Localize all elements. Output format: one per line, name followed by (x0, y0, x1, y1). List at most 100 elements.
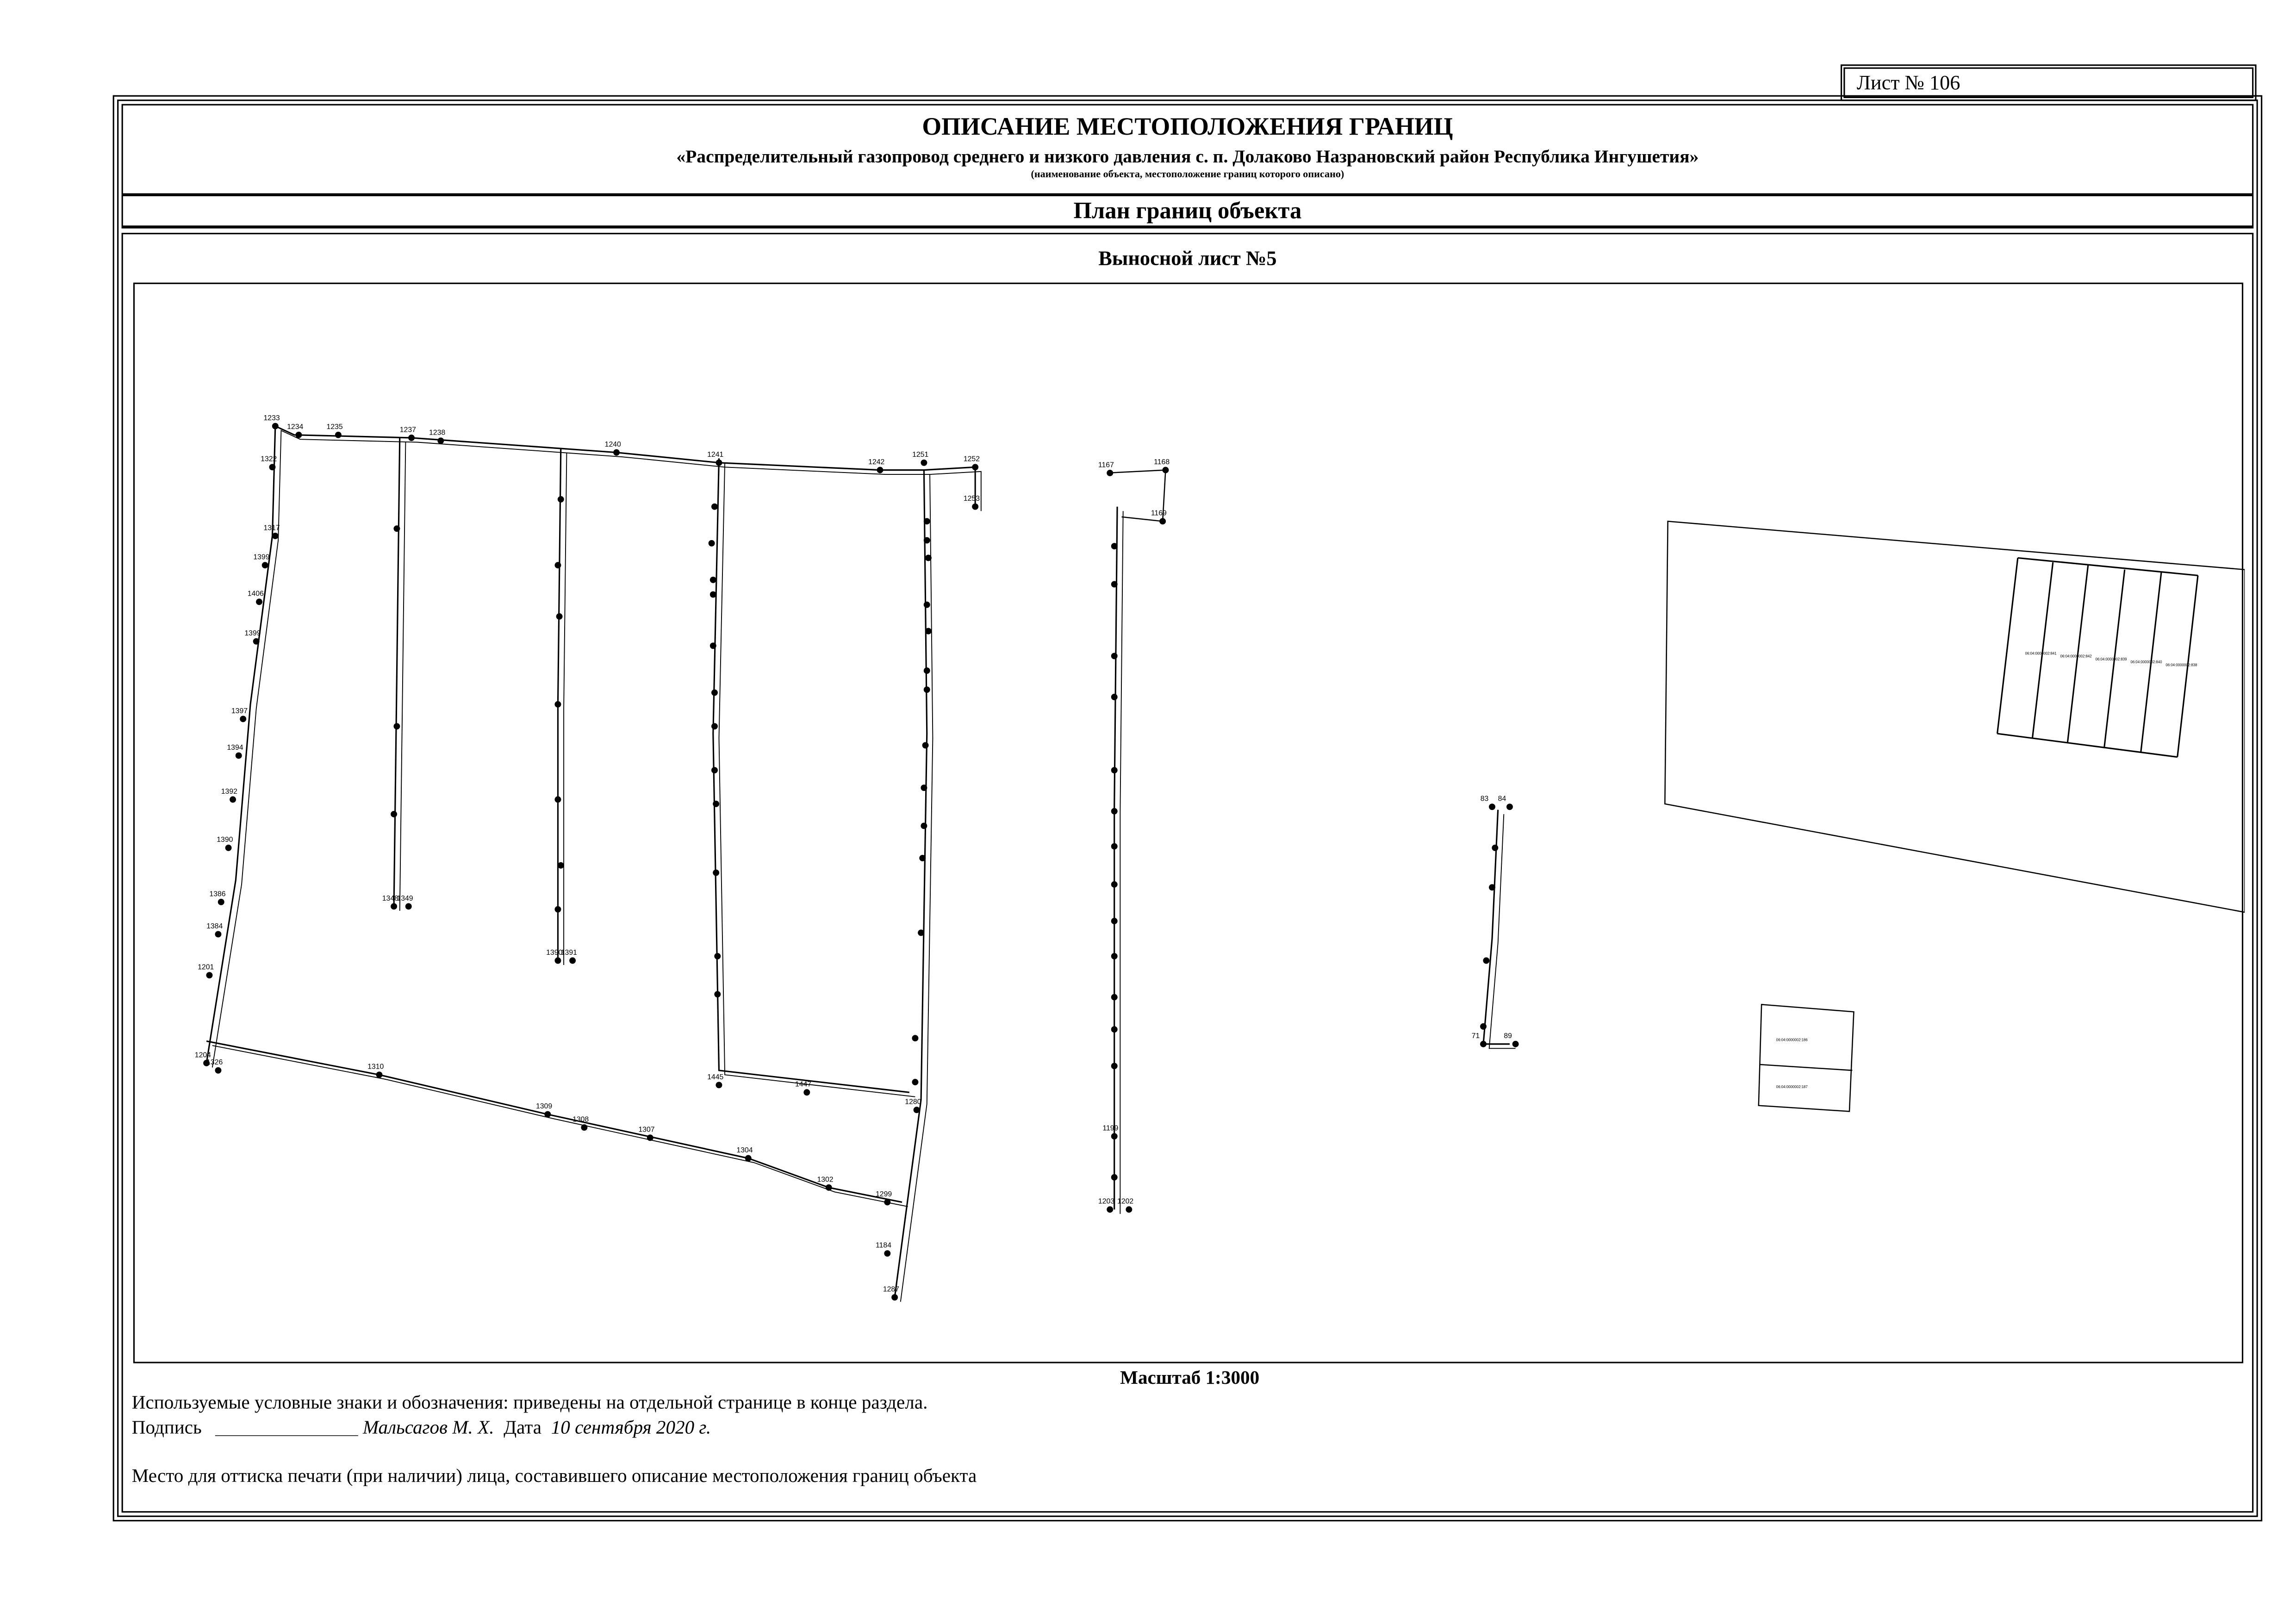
boundary-point (709, 591, 716, 598)
boundary-point (647, 1134, 653, 1141)
boundary-point (544, 1111, 551, 1118)
boundary-point (554, 562, 561, 569)
point-label: 1304 (736, 1146, 753, 1154)
boundary-point (1111, 953, 1118, 959)
boundary-line-edge (718, 462, 915, 1097)
signature-blank: _______________ (215, 1416, 358, 1438)
point-label: 84 (1498, 795, 1506, 803)
boundary-point (581, 1124, 588, 1131)
point-label: 1397 (231, 707, 248, 715)
parcel-line (2103, 569, 2126, 748)
parcel-label: 06:04:0000002:186 (1776, 1038, 1808, 1042)
scale-label: Масштаб 1:3000 (1120, 1366, 1260, 1388)
point-label: 1202 (1117, 1198, 1133, 1206)
parcel-line (1996, 558, 2019, 734)
boundary-line-edge (563, 452, 567, 965)
point-label: 1399 (244, 629, 261, 637)
boundary-point (391, 811, 398, 818)
boundary-line (205, 425, 976, 1064)
boundary-line (1482, 809, 1510, 1045)
boundary-point (261, 562, 268, 569)
point-label: 1234 (287, 423, 303, 431)
boundary-point (921, 822, 927, 829)
boundary-point (709, 642, 716, 649)
point-label: 1241 (707, 451, 723, 459)
boundary-point (569, 957, 576, 964)
boundary-point (1492, 844, 1499, 851)
sheet-number: Лист № 106 (1841, 64, 2257, 101)
date-label: Дата (504, 1416, 542, 1438)
boundary-point (923, 667, 930, 674)
boundary-point (393, 525, 400, 532)
point-label: 1201 (198, 964, 214, 971)
parcel-line (1760, 1064, 1853, 1071)
point-label: 1302 (817, 1176, 833, 1183)
point-label: 1308 (572, 1116, 589, 1124)
object-note: (наименование объекта, местоположение гр… (1031, 168, 1344, 180)
boundary-point (1111, 1133, 1118, 1140)
boundary-point (714, 953, 721, 959)
boundary-point (711, 689, 718, 696)
boundary-point (923, 518, 930, 525)
point-label: 89 (1504, 1032, 1512, 1040)
boundary-point (923, 601, 930, 608)
boundary-point (1111, 808, 1118, 815)
boundary-point (803, 1089, 810, 1096)
boundary-point (376, 1071, 383, 1078)
boundary-point (1111, 994, 1118, 1001)
boundary-point (437, 437, 444, 444)
boundary-point (1126, 1206, 1132, 1213)
boundary-point (912, 1079, 919, 1086)
parcel-outline (1758, 1004, 1854, 1112)
boundary-point (393, 723, 400, 730)
boundary-line (1107, 469, 1166, 522)
boundary-point (335, 431, 342, 438)
document-title: ОПИСАНИЕ МЕСТОПОЛОЖЕНИЯ ГРАНИЦ (922, 112, 1453, 141)
boundary-point (923, 537, 930, 544)
header-section: ОПИСАНИЕ МЕСТОПОЛОЖЕНИЯ ГРАНИЦ «Распреде… (121, 104, 2254, 195)
boundary-point (913, 1107, 920, 1114)
point-label: 1348 (382, 895, 398, 902)
boundary-point (1489, 884, 1495, 891)
point-label: 1238 (429, 429, 445, 437)
signature-label: Подпись (131, 1416, 202, 1438)
point-label: 1391 (561, 949, 577, 957)
boundary-point (925, 554, 932, 561)
boundary-point (713, 801, 720, 807)
boundary-point (1111, 653, 1118, 660)
point-label: 1384 (206, 922, 223, 930)
boundary-point (709, 576, 716, 583)
point-label: 1399 (253, 554, 269, 561)
point-label: 1287 (883, 1286, 899, 1294)
boundary-point (745, 1155, 752, 1162)
parcel-label: 06:04:0000002:841 (2025, 651, 2057, 655)
parcel-label: 06:04:0000002:842 (2060, 654, 2092, 659)
parcel-line (2031, 562, 2054, 738)
point-label: 1447 (795, 1081, 811, 1089)
boundary-line (393, 437, 401, 907)
boundary-point (891, 1294, 898, 1301)
boundary-point (256, 598, 262, 605)
boundary-point (1489, 803, 1495, 810)
boundary-point (1159, 518, 1166, 525)
boundary-point (1111, 843, 1118, 850)
boundary-point (1111, 543, 1118, 550)
boundary-line-edge (1488, 814, 1516, 1049)
boundary-point (613, 449, 620, 456)
point-label: 1184 (876, 1242, 891, 1250)
point-label: 1168 (1154, 458, 1170, 466)
boundary-point (1107, 469, 1114, 476)
section-title: План границ объекта (1073, 199, 1302, 224)
parcel-line (1997, 733, 2178, 758)
boundary-point (1111, 694, 1118, 700)
document-frame: ОПИСАНИЕ МЕСТОПОЛОЖЕНИЯ ГРАНИЦ «Распреде… (112, 95, 2263, 1522)
boundary-point (918, 929, 925, 936)
boundary-point (716, 1082, 722, 1089)
plan-section: Выносной лист №5 (121, 233, 2254, 1513)
boundary-line-edge (399, 442, 406, 911)
boundary-point (1111, 767, 1118, 774)
boundary-point (554, 957, 561, 964)
boundary-line-edge (212, 1045, 908, 1207)
boundary-line-edge (900, 474, 933, 1302)
